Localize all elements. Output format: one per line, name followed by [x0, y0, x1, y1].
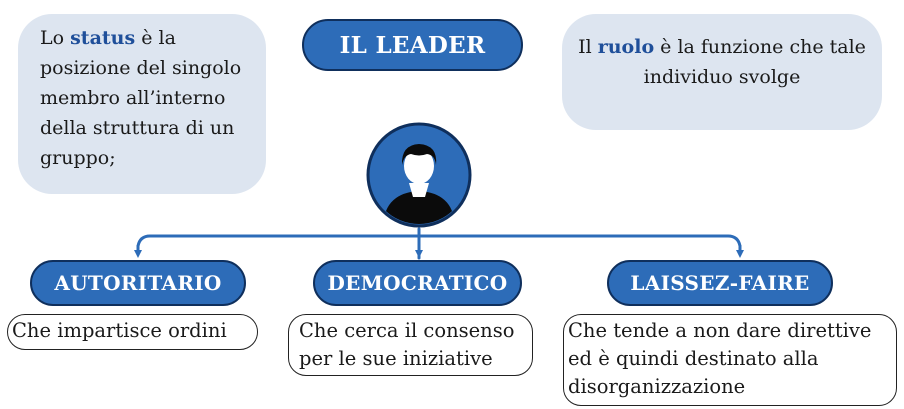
status-definition-bubble: Lo status è la posizione del singolo mem…: [18, 14, 266, 194]
status-prefix: Lo: [40, 27, 71, 49]
style-pill-laissez-faire: LAISSEZ-FAIRE: [607, 260, 833, 306]
style-pill-autoritario: AUTORITARIO: [30, 260, 246, 306]
title-pill: IL LEADER: [302, 19, 523, 71]
status-keyword: status: [70, 27, 136, 49]
style-label-laissez-faire: LAISSEZ-FAIRE: [630, 271, 810, 295]
ruolo-prefix: Il: [578, 36, 598, 58]
style-description-democratico: Che cerca il consenso per le sue iniziat…: [288, 314, 533, 376]
style-pill-democratico: DEMOCRATICO: [313, 260, 522, 306]
diagram-title: IL LEADER: [339, 31, 486, 59]
status-text: è la posizione del singolo membro all’in…: [40, 27, 242, 169]
style-label-autoritario: AUTORITARIO: [54, 271, 222, 295]
ruolo-keyword: ruolo: [597, 36, 655, 58]
ruolo-text: è la funzione che tale individuo svolge: [643, 36, 866, 88]
ruolo-definition-bubble: Il ruolo è la funzione che tale individu…: [562, 14, 882, 130]
connector-horizontal-bar: [136, 234, 742, 248]
style-description-autoritario: Che impartisce ordini: [7, 314, 258, 350]
style-description-laissez-faire: Che tende a non dare direttive ed è quin…: [563, 314, 897, 406]
person-icon: [366, 122, 472, 228]
style-label-democratico: DEMOCRATICO: [327, 271, 508, 295]
